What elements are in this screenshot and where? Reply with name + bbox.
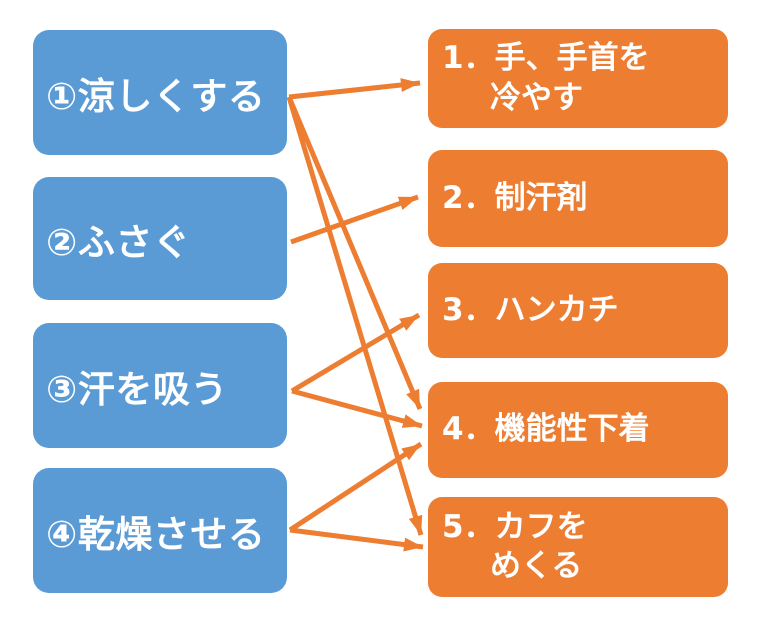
category-label: ③汗を吸う [46,367,228,411]
arrow-L4-R5 [289,527,424,552]
measure-label-line1: 4．機能性下着 [442,411,650,448]
category-box-cool: ①涼しくする [33,30,287,155]
category-label: ①涼しくする [46,74,266,118]
measure-label-line2: めくる [490,548,583,584]
measure-label-line1: 2．制汗剤 [442,179,588,216]
measure-box-functional-underwear: 4．機能性下着 [428,382,728,478]
arrow-L4-R4 [288,441,423,533]
arrow-L3-R3 [290,312,421,394]
arrow-L1-R5 [286,96,424,536]
category-box-absorb-sweat: ③汗を吸う [33,323,287,448]
measure-box-antiperspirant: 2．制汗剤 [428,150,728,247]
category-box-block: ②ふさぐ [33,177,287,300]
arrow-L2-R2 [290,194,419,245]
measure-label-line1: 5．カフを [442,508,588,545]
category-box-dry: ④乾燥させる [33,468,287,593]
category-label: ②ふさぐ [46,220,191,264]
measure-box-cool-hands-wrists: 1．手、手首を 冷やす [428,29,728,128]
arrow-L1-R4 [286,96,423,410]
arrow-L3-R4 [291,388,423,429]
measure-box-roll-up-cuffs: 5．カフを めくる [428,497,728,597]
measure-box-handkerchief: 3．ハンカチ [428,263,728,358]
measure-label-line1: 1．手、手首を [442,40,650,77]
category-label: ④乾燥させる [46,512,266,556]
measure-label-line2: 冷やす [490,79,583,116]
measure-label-line1: 3．ハンカチ [442,291,619,328]
arrow-L1-R1 [288,78,421,100]
